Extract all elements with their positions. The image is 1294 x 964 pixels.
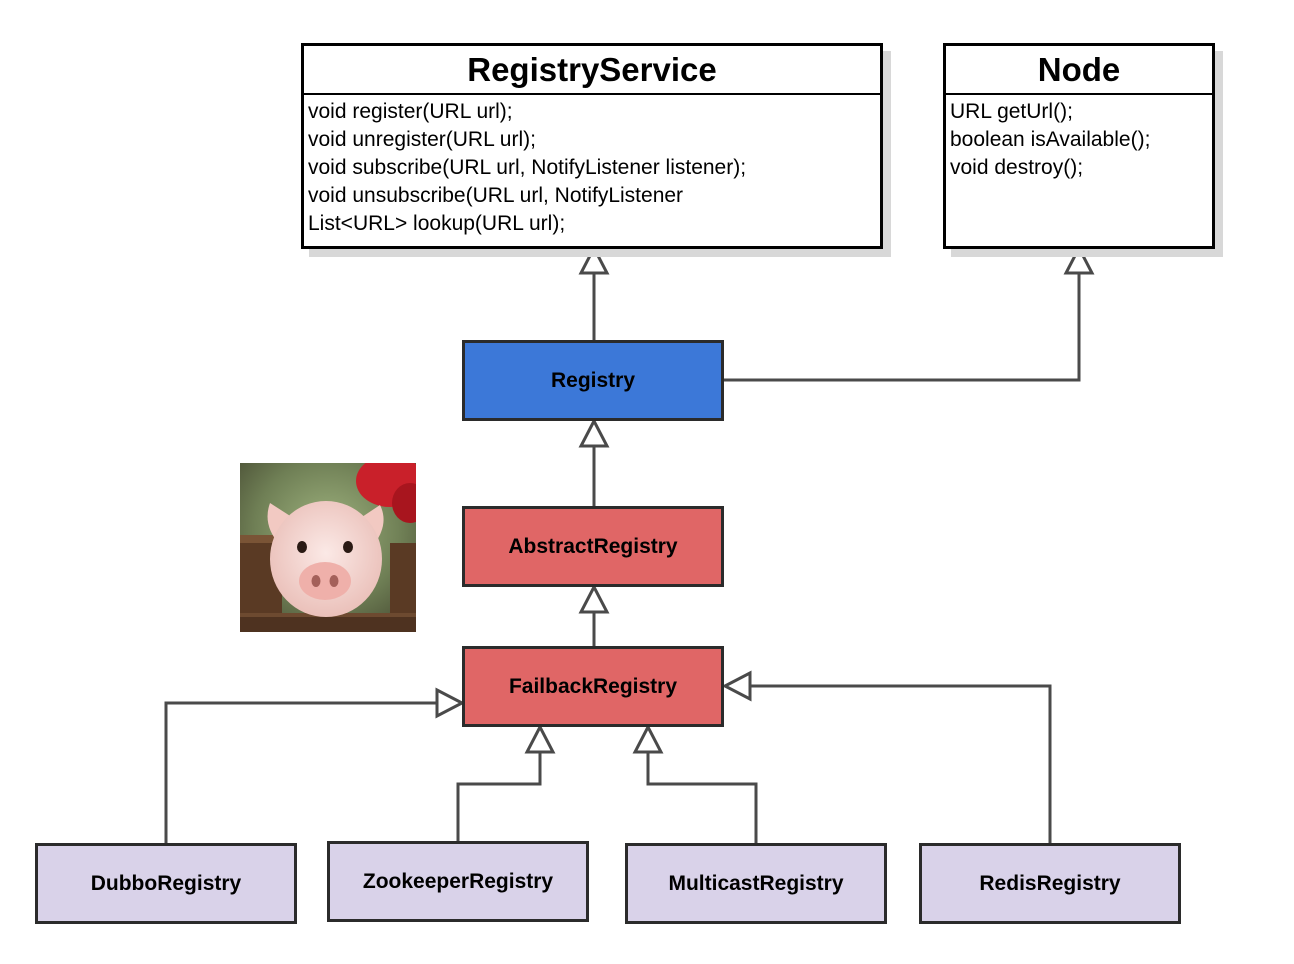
edge-dubbo-to-failback: [164, 701, 437, 843]
box-label: MulticastRegistry: [668, 871, 844, 895]
method-item: void unsubscribe(URL url, NotifyListener: [308, 184, 684, 207]
method-item: boolean isAvailable();: [950, 128, 1151, 151]
arrowhead-registryservice: [578, 244, 610, 275]
arrowhead-failback-zookeeper: [524, 723, 556, 754]
method-item: void subscribe(URL url, NotifyListener l…: [308, 156, 747, 179]
method-item: List<URL> lookup(URL url);: [308, 212, 566, 235]
abstractregistry-box: AbstractRegistry: [462, 506, 724, 587]
method-item: void register(URL url);: [308, 100, 513, 123]
arrowhead-node: [1063, 244, 1095, 275]
registry-box: Registry: [462, 340, 724, 421]
edge-redis-to-failback: [750, 684, 1052, 843]
redisregistry-box: RedisRegistry: [919, 843, 1181, 924]
box-label: AbstractRegistry: [508, 534, 678, 558]
box-label: Registry: [550, 368, 636, 392]
failbackregistry-box: FailbackRegistry: [462, 646, 724, 727]
box-label: DubboRegistry: [90, 871, 242, 895]
node-class: Node URL getUrl(); boolean isAvailable()…: [943, 43, 1215, 249]
edge-zookeeper-to-failback: [456, 752, 542, 841]
arrowhead-registry: [578, 417, 610, 448]
class-title: RegistryService: [304, 46, 880, 95]
box-label: RedisRegistry: [979, 871, 1121, 895]
arrowhead-failback-multicast: [632, 723, 664, 754]
class-title: Node: [946, 46, 1212, 95]
arrowhead-failback-right: [721, 670, 752, 702]
registryservice-class: RegistryService void register(URL url); …: [301, 43, 883, 249]
method-list: void register(URL url); void unregister(…: [304, 95, 880, 241]
edge-registry-to-node: [724, 273, 1081, 382]
box-label: FailbackRegistry: [508, 674, 678, 698]
method-item: void unregister(URL url);: [308, 128, 536, 151]
method-item: URL getUrl();: [950, 100, 1073, 123]
arrowhead-failback-left: [435, 687, 466, 719]
piglet-photo: [240, 463, 416, 632]
dubboregistry-box: DubboRegistry: [35, 843, 297, 924]
box-label: ZookeeperRegistry: [362, 870, 554, 893]
arrowhead-abstractregistry: [578, 583, 610, 614]
multicastregistry-box: MulticastRegistry: [625, 843, 887, 924]
edge-multicast-to-failback: [646, 752, 758, 843]
method-item: void destroy();: [950, 156, 1084, 179]
method-list: URL getUrl(); boolean isAvailable(); voi…: [946, 95, 1212, 185]
zookeeperregistry-box: ZookeeperRegistry: [327, 841, 589, 922]
